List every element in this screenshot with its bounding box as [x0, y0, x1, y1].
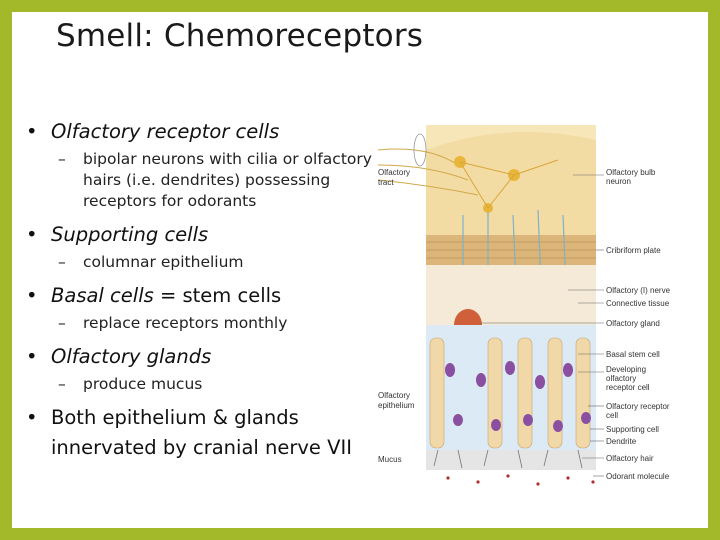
label-receptor-cell-2: cell [606, 411, 618, 420]
bullet-olfactory-glands: •Olfactory glands [26, 345, 212, 368]
label-receptor-cell-1: Olfactory receptor [606, 402, 670, 411]
label-olfactory-epithelium-2: epithelium [378, 401, 415, 410]
label-odorant-molecule: Odorant molecule [606, 472, 670, 481]
bullet-olfactory-receptor-cells: •Olfactory receptor cells [26, 120, 280, 143]
receptor-nuclei [445, 361, 591, 432]
mucus-layer [426, 450, 596, 470]
label-developing-2: olfactory [606, 374, 636, 383]
label-supporting-cell: Supporting cell [606, 425, 659, 434]
bullet-basal-cells: •Basal cells = stem cells [26, 284, 282, 307]
connective-tissue [426, 265, 596, 325]
sub-bullet-replace: –replace receptors monthly [58, 314, 288, 332]
right-leader-lines [480, 174, 604, 477]
label-olfactory-tract-2: tract [378, 178, 394, 187]
label-bulb-neuron-1: Olfactory bulb [606, 168, 656, 177]
bullet-supporting-cells: •Supporting cells [26, 223, 209, 246]
label-mucus: Mucus [378, 455, 402, 464]
label-olfactory-gland: Olfactory gland [606, 319, 660, 328]
label-dendrite: Dendrite [606, 437, 637, 446]
slide-title: Smell: Chemoreceptors [56, 18, 424, 54]
label-olfactory-nerve: Olfactory (I) nerve [606, 286, 671, 295]
olfactory-hairs [433, 449, 583, 469]
label-olfactory-tract-1: Olfactory [378, 168, 410, 177]
label-cribriform-plate: Cribriform plate [606, 246, 661, 255]
label-connective-tissue: Connective tissue [606, 299, 670, 308]
bulb-neuron-processes [459, 159, 559, 209]
bulb-tissue [426, 132, 596, 235]
bullet-list: •Olfactory receptor cells –bipolar neuro… [24, 117, 374, 463]
tract-outline [413, 133, 427, 167]
label-bulb-neuron-2: neuron [606, 177, 631, 186]
label-developing-1: Developing [606, 365, 646, 374]
olfactory-epithelium-figure: Olfactory tract Olfactory epithelium Muc… [377, 125, 671, 486]
label-olfactory-hair: Olfactory hair [606, 454, 654, 463]
label-olfactory-epithelium-1: Olfactory [378, 391, 410, 400]
label-basal-stem-cell: Basal stem cell [606, 350, 660, 359]
sub-bullet-columnar: –columnar epithelium [58, 253, 244, 271]
bullet-innervation: •Both epithelium & glands innervated by … [26, 406, 352, 459]
label-developing-3: receptor cell [606, 383, 650, 392]
sub-bullet-receptor-description: –bipolar neurons with cilia or olfactory… [58, 150, 372, 210]
cribriform-texture [426, 241, 596, 259]
olfactory-epithelium [426, 325, 596, 450]
sub-bullet-mucus: –produce mucus [58, 375, 203, 393]
odorant-molecules [446, 474, 595, 486]
tract-fibers [377, 148, 479, 196]
